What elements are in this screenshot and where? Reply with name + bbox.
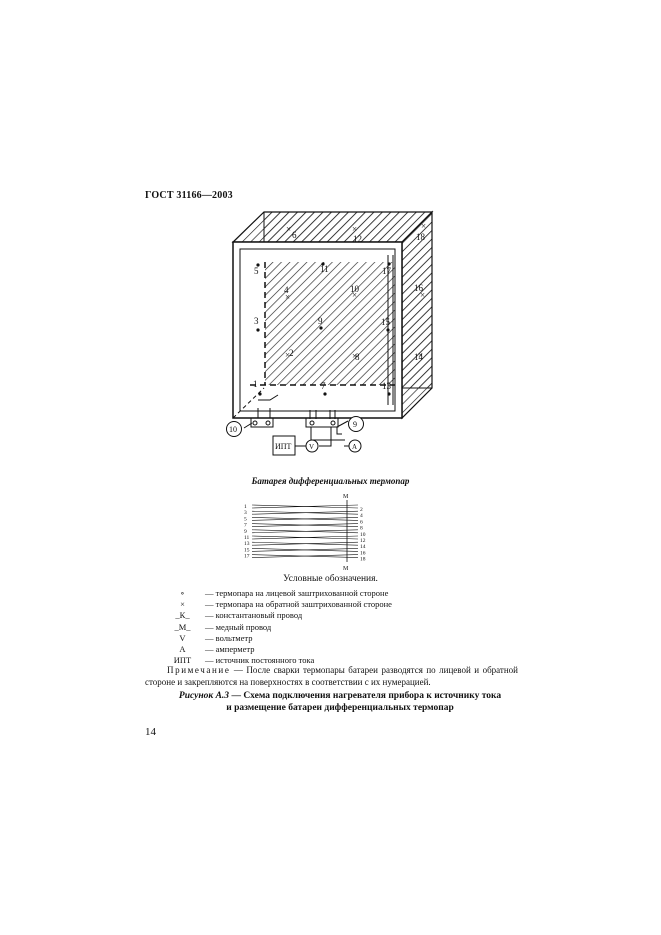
svg-text:×: ×	[418, 350, 423, 360]
battery-left-number: 3	[244, 510, 247, 516]
battery-right-number: 6	[360, 519, 363, 525]
svg-text:×: ×	[352, 224, 357, 234]
svg-text:3: 3	[254, 316, 259, 326]
svg-text:13: 13	[382, 381, 392, 391]
svg-text:14: 14	[414, 352, 424, 362]
callout-10: 10	[226, 421, 242, 437]
svg-text:4: 4	[284, 285, 289, 295]
battery-right-number: 2	[360, 507, 363, 513]
svg-text:×: ×	[285, 292, 290, 302]
svg-text:1: 1	[253, 379, 258, 389]
svg-text:М: М	[343, 566, 349, 572]
battery-right-number: 18	[360, 557, 366, 563]
battery-left-number: 17	[244, 554, 250, 560]
battery-left-number: 5	[244, 516, 247, 522]
svg-text:6: 6	[292, 230, 297, 240]
svg-text:10: 10	[350, 284, 360, 294]
legend-item: ×— термопара на обратной заштрихованной …	[180, 599, 392, 610]
battery-left-number: 15	[244, 547, 250, 553]
battery-left-number: 7	[244, 523, 247, 529]
svg-text:17: 17	[382, 266, 392, 276]
right-side	[401, 210, 433, 420]
ammeter: A	[348, 439, 362, 453]
battery-left-number: 9	[244, 529, 247, 535]
battery-wire	[251, 554, 359, 558]
battery-left-number: 11	[244, 535, 250, 541]
svg-text:9: 9	[318, 316, 323, 326]
document-header: ГОСТ 31166—2003	[145, 190, 233, 201]
battery-wire	[251, 517, 359, 521]
thermocouple-markers: 1 × 2 3 × 4 5 × 6 7 × 8 9 × 10 11 × 12 1…	[253, 221, 426, 396]
svg-text:×: ×	[286, 224, 291, 234]
svg-text:A: A	[352, 443, 357, 451]
svg-text:18: 18	[416, 232, 426, 242]
battery-wire	[251, 529, 359, 534]
svg-text:10: 10	[229, 425, 237, 434]
svg-text:12: 12	[353, 234, 362, 244]
legend-item: А— амперметр	[179, 644, 255, 655]
battery-right-number: 16	[360, 550, 366, 556]
svg-text:5: 5	[254, 266, 259, 276]
figure-caption: Рисунок А.3 — Схема подключения нагреват…	[178, 691, 502, 713]
heater-connection-diagram: 1 × 2 3 × 4 5 × 6 7 × 8 9 × 10 11 × 12 1…	[226, 210, 434, 572]
voltmeter: V	[305, 439, 319, 453]
power-source-label: ИПТ	[275, 442, 292, 451]
legend-item: ∘— термопара на лицевой заштрихованной с…	[180, 588, 389, 598]
svg-text:16: 16	[414, 283, 424, 293]
svg-text:×: ×	[352, 351, 357, 361]
battery-wire	[251, 523, 359, 527]
battery-right-number: 8	[360, 526, 363, 532]
heater-area	[265, 262, 395, 385]
svg-text:V: V	[309, 443, 314, 451]
svg-text:11: 11	[320, 264, 329, 274]
battery-right-number: 10	[360, 532, 366, 538]
svg-text:8: 8	[355, 352, 360, 362]
svg-text:×: ×	[285, 350, 290, 360]
legend-item: _М_— медный провод	[174, 621, 272, 632]
legend: ∘— термопара на лицевой заштрихованной с…	[160, 588, 392, 666]
battery-wire	[251, 548, 359, 552]
svg-text:7: 7	[321, 381, 326, 391]
battery-wire	[251, 504, 359, 509]
battery-right-number: 4	[360, 513, 363, 519]
legend-title: Условные обозначения.	[283, 574, 378, 584]
battery-wire	[251, 510, 359, 515]
legend-item: _К_— константановый провод	[175, 610, 303, 621]
battery-right-number: 12	[360, 538, 366, 544]
svg-text:2: 2	[289, 348, 294, 358]
legend-item: ИПТ— источник постоянного тока	[173, 655, 315, 666]
battery-right-number: 14	[360, 544, 366, 550]
top-side	[231, 211, 434, 243]
svg-text:×: ×	[421, 221, 426, 231]
callout-9: 9	[348, 416, 364, 432]
battery-title: Батарея дифференциальных термопар	[251, 476, 410, 486]
svg-text:15: 15	[381, 317, 391, 327]
battery-left-number: 13	[244, 541, 250, 547]
svg-text:М: М	[343, 494, 349, 500]
page-number: 14	[145, 726, 156, 738]
svg-text:9: 9	[353, 420, 357, 429]
wiring	[232, 242, 350, 456]
svg-text:×: ×	[352, 290, 357, 300]
battery-left-number: 1	[244, 504, 247, 510]
note: Примечание — После сварки термопары бата…	[145, 665, 518, 687]
battery-wire	[251, 541, 359, 546]
svg-text:×: ×	[420, 290, 425, 300]
battery-wire	[251, 535, 359, 540]
legend-item: V— вольтметр	[179, 632, 253, 643]
